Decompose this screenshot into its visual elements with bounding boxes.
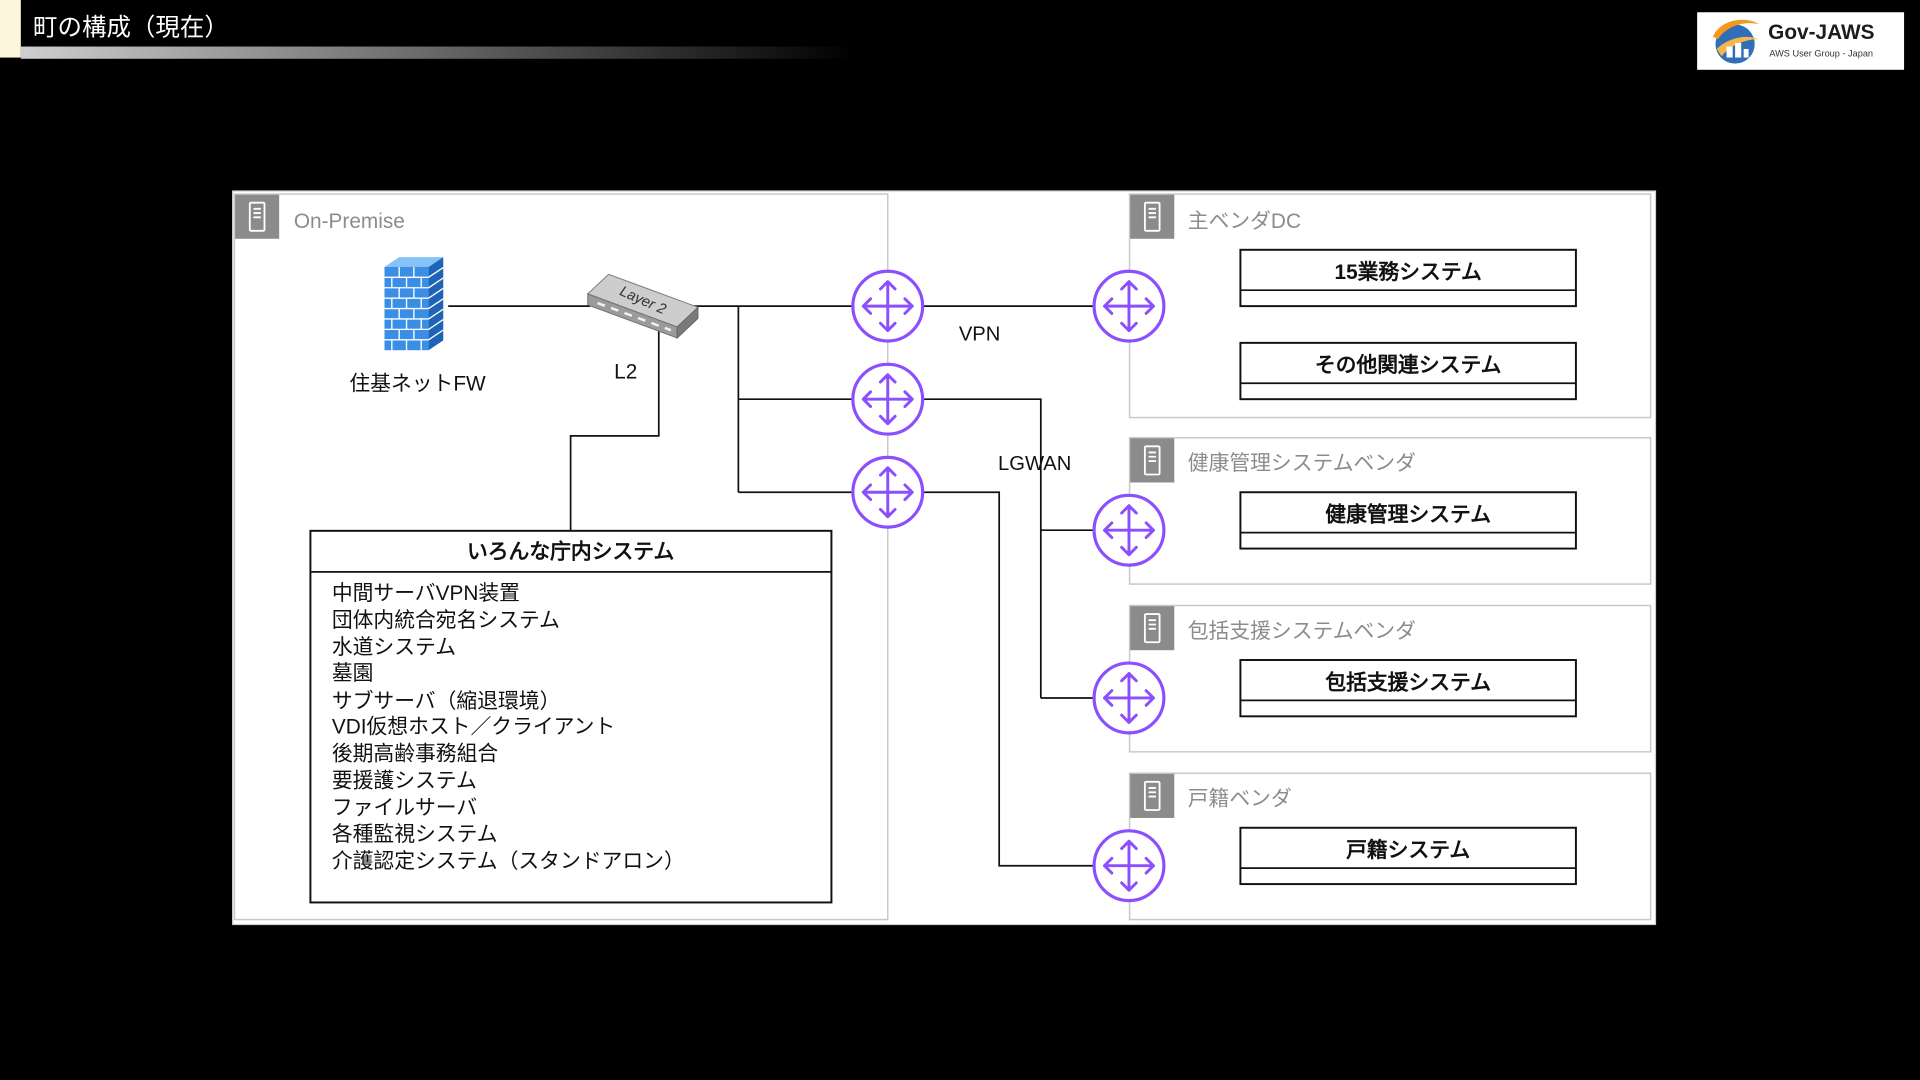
system-name: その他関連システム: [1315, 353, 1502, 377]
group-label: 戸籍ベンダ: [1188, 788, 1292, 811]
connections: [448, 305, 1095, 867]
wire-lgwan-a: [922, 398, 1095, 699]
server-group-icon: [1129, 605, 1176, 652]
router-icon: [1092, 493, 1166, 567]
wire-switch-internal-systems: [569, 330, 660, 531]
system-name: 包括支援システム: [1325, 670, 1491, 694]
internal-systems-box: いろんな庁内システム 中間サーバVPN装置 団体内統合宛名システム 水道システム…: [309, 529, 833, 904]
logo-tagline: AWS User Group - Japan: [1769, 48, 1873, 58]
system-name: 15業務システム: [1335, 260, 1482, 284]
title-accent-bar: [0, 0, 21, 58]
gov-jaws-logo-icon: [1713, 19, 1760, 64]
router-icon: [1092, 269, 1166, 343]
router-icon: [851, 455, 925, 529]
list-item: 後期高齢事務組合: [332, 742, 499, 765]
router-icon: [1092, 829, 1166, 903]
server-group-icon: [1129, 772, 1176, 819]
router-icon: [1092, 661, 1166, 735]
system-name: 戸籍システム: [1346, 838, 1470, 862]
group-label: 主ベンダDC: [1188, 210, 1301, 233]
group-vendor-main-dc: 主ベンダDC 15業務システム その他関連システム: [1128, 193, 1652, 419]
page-title: 町の構成（現在）: [33, 14, 229, 42]
list-item: 中間サーバVPN装置: [332, 582, 520, 605]
lgwan-label: LGWAN: [998, 453, 1071, 475]
logo-name: Gov-JAWS: [1768, 21, 1874, 44]
list-item: サブサーバ（縮退環境）: [332, 689, 561, 713]
internal-systems-border: [309, 529, 833, 904]
system-box: 健康管理システム: [1239, 491, 1577, 550]
list-item: 各種監視システム: [332, 823, 498, 846]
list-item: ファイルサーバ: [332, 796, 477, 819]
switch-label: L2: [614, 360, 637, 383]
router-icon: [851, 269, 925, 343]
list-item: 団体内統合宛名システム: [332, 609, 560, 632]
system-box: その他関連システム: [1239, 341, 1577, 401]
server-group-icon: [234, 193, 281, 240]
server-group-icon: [1129, 193, 1176, 240]
server-group-icon: [1129, 437, 1176, 484]
wire-switch-router-lgwan: [737, 306, 854, 494]
title-underline: [20, 46, 854, 59]
group-vendor-support: 包括支援システムベンダ 包括支援システム: [1128, 604, 1652, 753]
group-vendor-family-register: 戸籍ベンダ 戸籍システム: [1128, 772, 1652, 921]
firewall-icon: [384, 257, 444, 351]
list-item: 墓園: [332, 662, 374, 685]
network-diagram: On-Premise 主ベンダDC 15業務システム その他関連システム 健康管…: [232, 190, 1657, 926]
system-box: 包括支援システム: [1239, 659, 1577, 718]
title-bar: 町の構成（現在）: [0, 0, 854, 59]
router-icon: [851, 362, 925, 436]
group-label: 健康管理システムベンダ: [1188, 452, 1416, 475]
internal-systems-title: いろんな庁内システム: [467, 539, 674, 563]
gov-jaws-logo: Gov-JAWS AWS User Group - Japan: [1697, 12, 1905, 70]
list-item: 要援護システム: [332, 769, 477, 792]
group-label: 包括支援システムベンダ: [1188, 620, 1416, 643]
system-box: 15業務システム: [1239, 248, 1577, 308]
group-vendor-health: 健康管理システムベンダ 健康管理システム: [1128, 437, 1652, 585]
list-item: 水道システム: [332, 636, 456, 659]
firewall-label: 住基ネットFW: [349, 373, 486, 396]
system-box: 戸籍システム: [1239, 826, 1577, 886]
wire-lgwan-b: [922, 491, 1095, 867]
group-label: On-Premise: [294, 210, 405, 233]
list-item: 介護認定システム（スタンドアロン）: [332, 850, 685, 873]
system-name: 健康管理システム: [1325, 503, 1491, 527]
list-item: VDI仮想ホスト／クライアント: [332, 715, 615, 738]
vpn-label: VPN: [959, 323, 1001, 345]
